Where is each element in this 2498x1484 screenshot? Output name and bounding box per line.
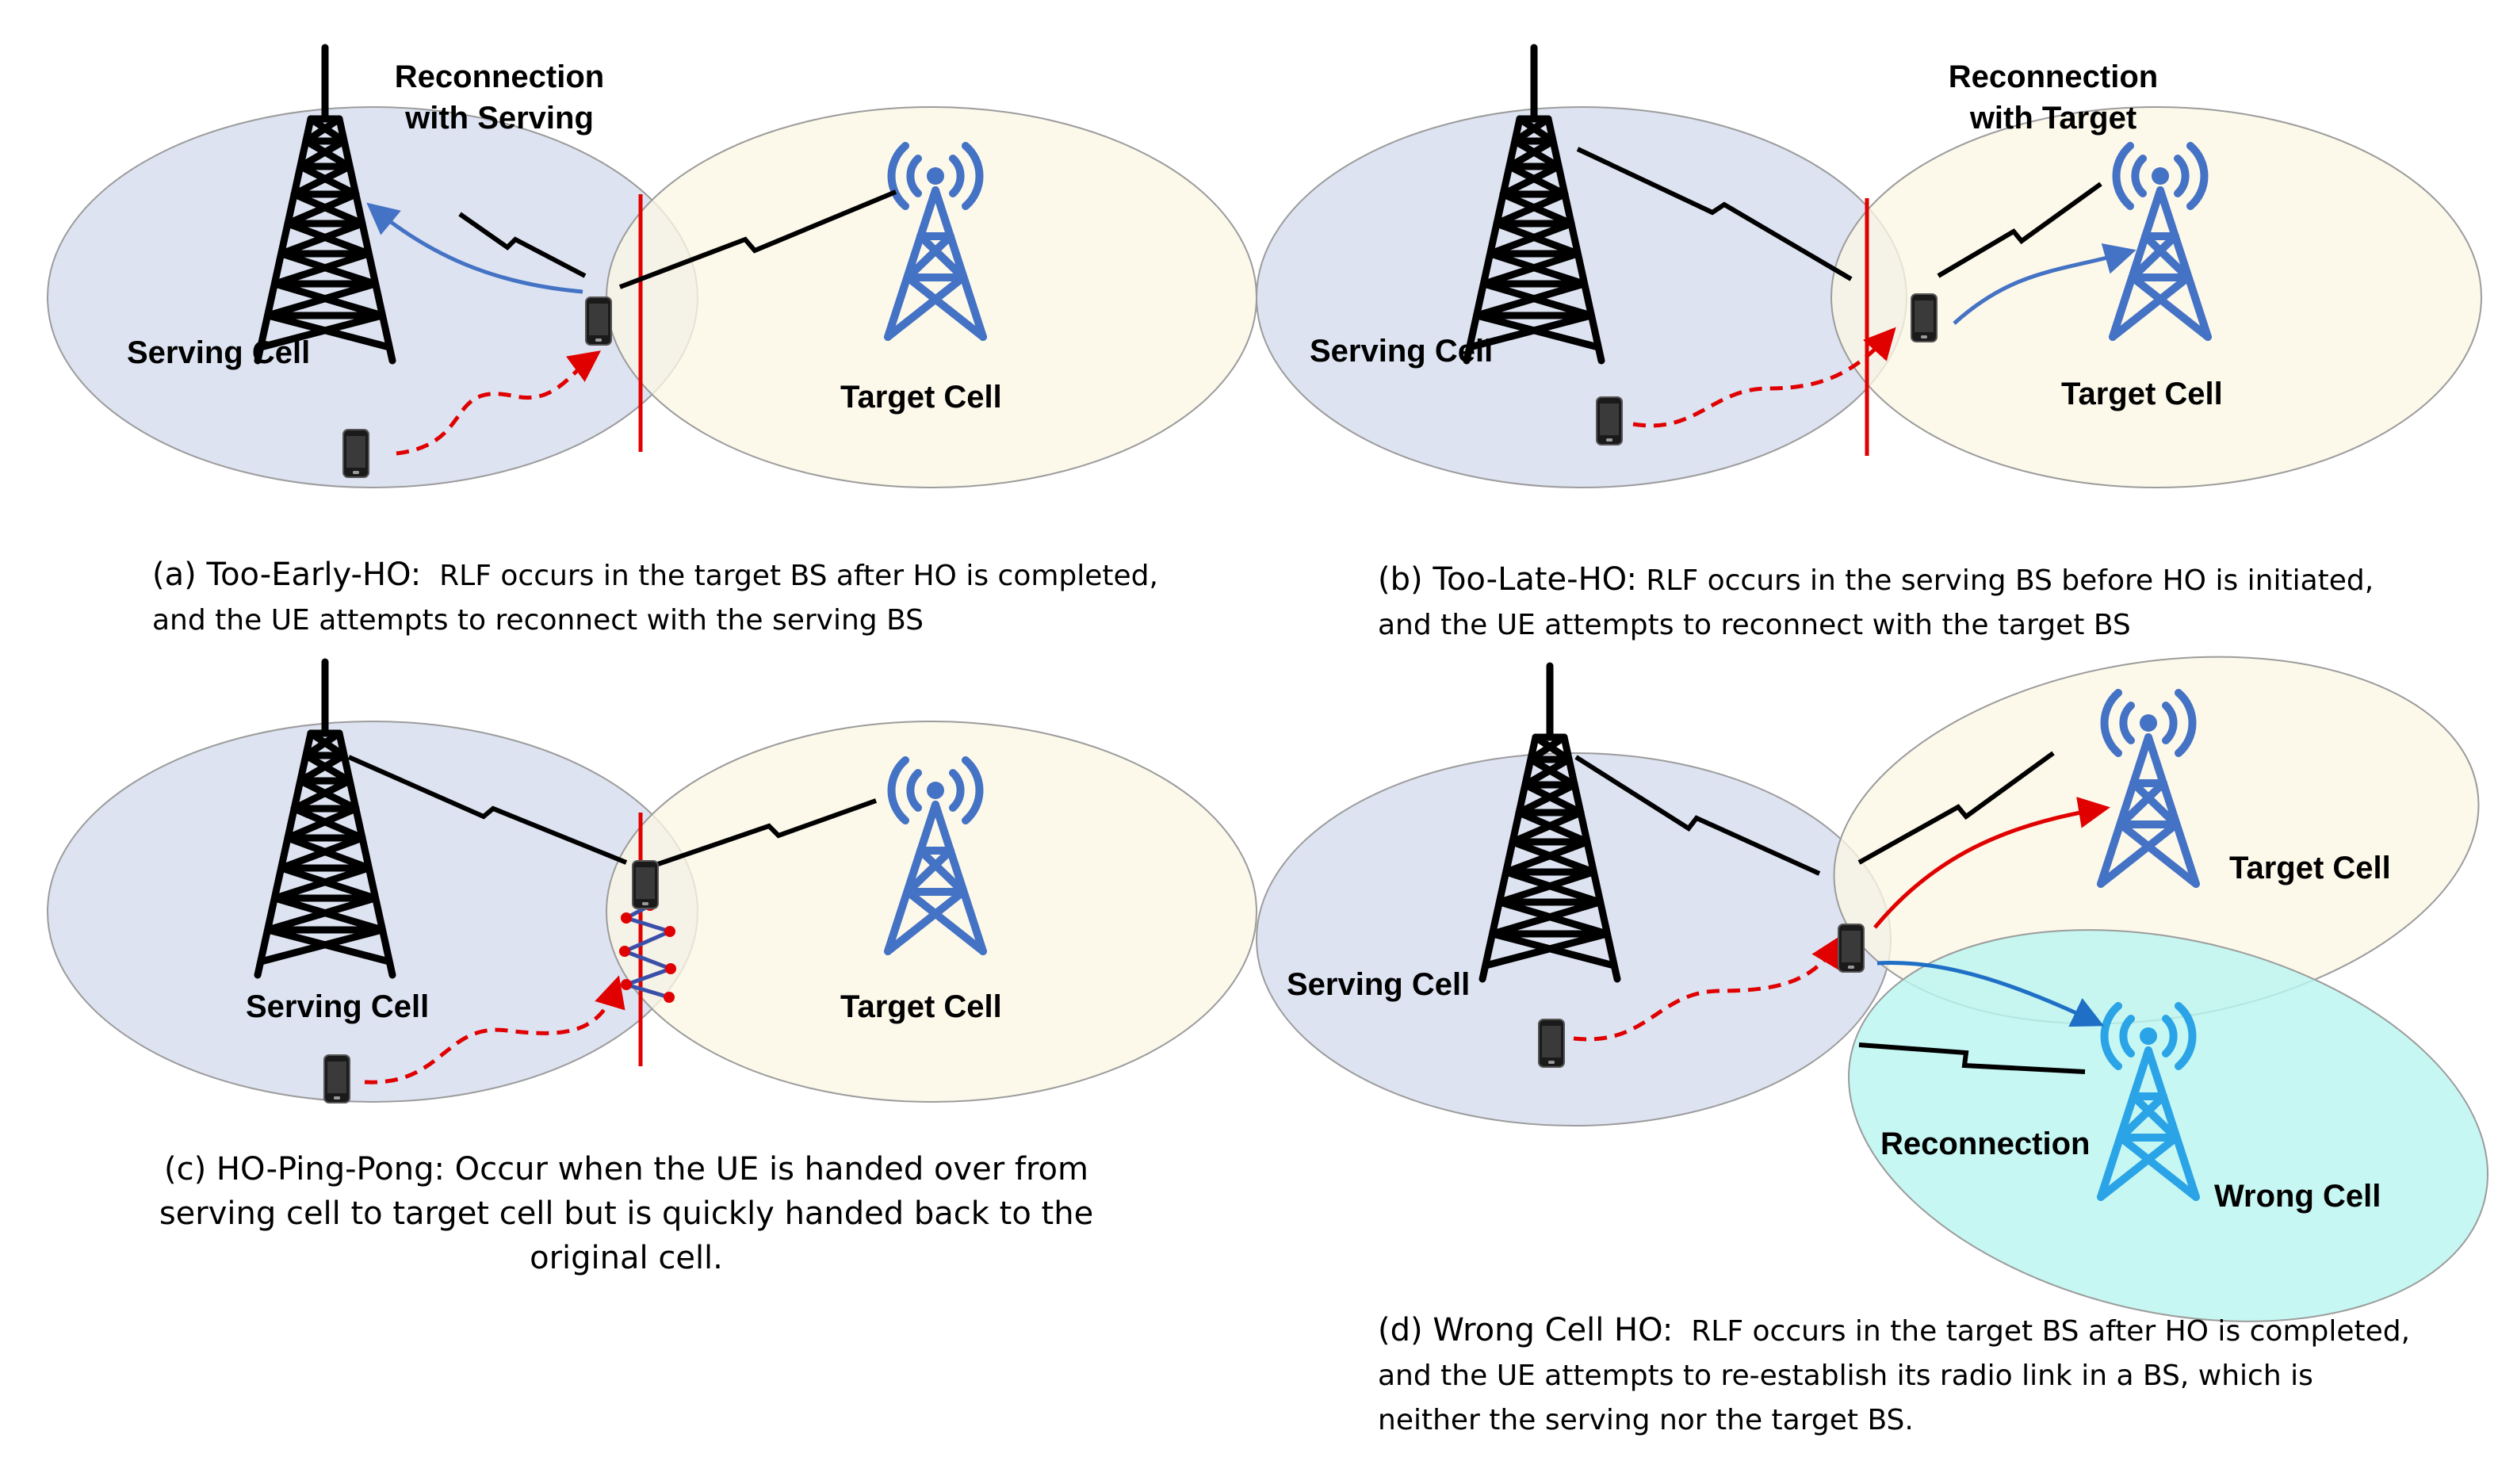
serving-cell-label: Serving Cell xyxy=(246,989,429,1024)
caption-a-prefix: (a) Too-Early-HO: xyxy=(152,556,422,593)
reconnection-arrow xyxy=(1953,243,2136,325)
target-cell-label: Target Cell xyxy=(2229,851,2391,885)
reconnection-label: Reconnection xyxy=(1880,1126,2090,1161)
caption-a-line2: and the UE attempts to reconnect with th… xyxy=(152,604,924,637)
caption-a-line1: RLF occurs in the target BS after HO is … xyxy=(439,560,1158,592)
reconnection-label: Reconnection xyxy=(1949,59,2158,94)
caption-d: (d) Wrong Cell HO: RLF occurs in the tar… xyxy=(1378,1308,2410,1443)
panel-d-wrong-cell-ho: Serving Cell Target Cell Reconnection Wr… xyxy=(1256,656,2488,1322)
handover-arrow xyxy=(1873,797,2110,929)
serving-cell-area xyxy=(1256,106,1907,488)
panel-b-too-late-ho: Reconnection with Target Serving Cell Ta… xyxy=(1256,48,2482,488)
caption-c: (c) HO-Ping-Pong: Occur when the UE is h… xyxy=(135,1147,1118,1280)
mobile-phone-icon xyxy=(1911,293,1938,342)
radio-link-icon xyxy=(1857,751,2055,865)
radio-link-icon xyxy=(458,212,587,278)
mobile-phone-icon xyxy=(1838,924,1865,973)
serving-cell-label: Serving Cell xyxy=(1310,334,1493,369)
serving-cell-label: Serving Cell xyxy=(127,335,310,370)
radio-link-icon xyxy=(347,755,628,865)
target-cell-label: Target Cell xyxy=(2061,377,2223,411)
radio-link-icon xyxy=(1574,755,1821,876)
mobile-phone-icon xyxy=(585,296,612,346)
caption-b-line1: RLF occurs in the serving BS before HO i… xyxy=(1646,564,2374,597)
mobile-phone-icon xyxy=(342,429,369,478)
caption-b: (b) Too-Late-HO: RLF occurs in the servi… xyxy=(1378,557,2374,648)
ue-movement-path xyxy=(396,350,602,456)
mobile-phone-icon xyxy=(1538,1019,1565,1068)
reconnection-label: with Serving xyxy=(404,101,594,136)
wrong-cell-label: Wrong Cell xyxy=(2214,1179,2381,1214)
ue-movement-path xyxy=(1632,327,1896,428)
serving-cell-label: Serving Cell xyxy=(1287,967,1470,1002)
radio-link-icon xyxy=(1858,1042,2086,1074)
ue-movement-path xyxy=(1573,935,1842,1042)
caption-d-line2: and the UE attempts to re-establish its … xyxy=(1378,1360,2313,1392)
reconnection-arrow xyxy=(366,202,583,294)
panel-a-too-early-ho: Reconnection with Serving Serving Cell T… xyxy=(47,48,1257,488)
caption-a: (a) Too-Early-HO: RLF occurs in the targ… xyxy=(152,553,1158,643)
caption-d-line1: RLF occurs in the target BS after HO is … xyxy=(1691,1315,2411,1348)
caption-d-prefix: (d) Wrong Cell HO: xyxy=(1378,1312,1674,1348)
serving-cell-area xyxy=(47,721,698,1103)
target-cell-label: Target Cell xyxy=(840,380,1002,415)
reconnection-label: Reconnection xyxy=(395,59,604,94)
ue-movement-path xyxy=(364,975,625,1084)
reconnection-label: with Target xyxy=(1969,101,2136,136)
panel-c-ping-pong: Serving Cell Target Cell xyxy=(47,662,1257,1103)
caption-c-line3: original cell. xyxy=(530,1240,723,1276)
caption-c-line2: serving cell to target cell but is quick… xyxy=(159,1195,1094,1232)
caption-d-line3: neither the serving nor the target BS. xyxy=(1378,1404,1914,1436)
reconnection-arrow xyxy=(1876,960,2105,1027)
radio-link-icon xyxy=(1576,147,1853,281)
mobile-phone-icon xyxy=(323,1054,350,1103)
caption-b-prefix: (b) Too-Late-HO: xyxy=(1378,561,1637,598)
caption-c-line1: (c) HO-Ping-Pong: Occur when the UE is h… xyxy=(164,1151,1088,1188)
mobile-phone-icon xyxy=(632,860,659,909)
radio-link-icon xyxy=(657,798,878,866)
target-cell-label: Target Cell xyxy=(840,989,1002,1024)
mobile-phone-icon xyxy=(1596,396,1623,446)
radio-link-icon xyxy=(618,189,897,289)
caption-b-line2: and the UE attempts to reconnect with th… xyxy=(1378,609,2131,641)
radio-link-icon xyxy=(1937,182,2102,278)
